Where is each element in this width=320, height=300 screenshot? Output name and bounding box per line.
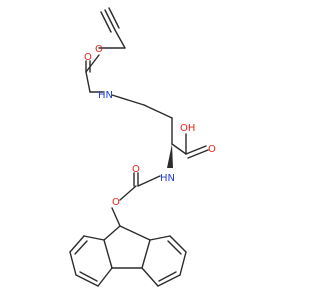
molecule-structure: O O HN OH O HN O O <box>69 7 216 287</box>
nh-side-chain: HN <box>98 90 113 101</box>
fmoc-carbamate <box>111 172 161 227</box>
side-chain-carbamate <box>85 47 126 93</box>
molecule-canvas: O O HN OH O HN O O <box>69 7 216 287</box>
acid-oh: OH <box>180 123 195 134</box>
nh-alpha: HN <box>160 173 175 184</box>
carbonyl-oxygen-top: O <box>84 52 92 63</box>
alkyne-group <box>100 7 126 49</box>
ester-oxygen-fmoc: O <box>112 197 120 208</box>
atom-labels: O O HN OH O HN O O <box>84 44 216 208</box>
lysine-chain <box>111 94 187 155</box>
acid-carbonyl-oxygen: O <box>208 144 216 155</box>
alpha-wedge <box>167 144 173 168</box>
carboxylic-acid <box>185 133 209 159</box>
fluorenyl-group <box>69 225 187 287</box>
carbonyl-oxygen-fmoc: O <box>132 164 140 175</box>
ester-oxygen-top: O <box>95 44 103 55</box>
